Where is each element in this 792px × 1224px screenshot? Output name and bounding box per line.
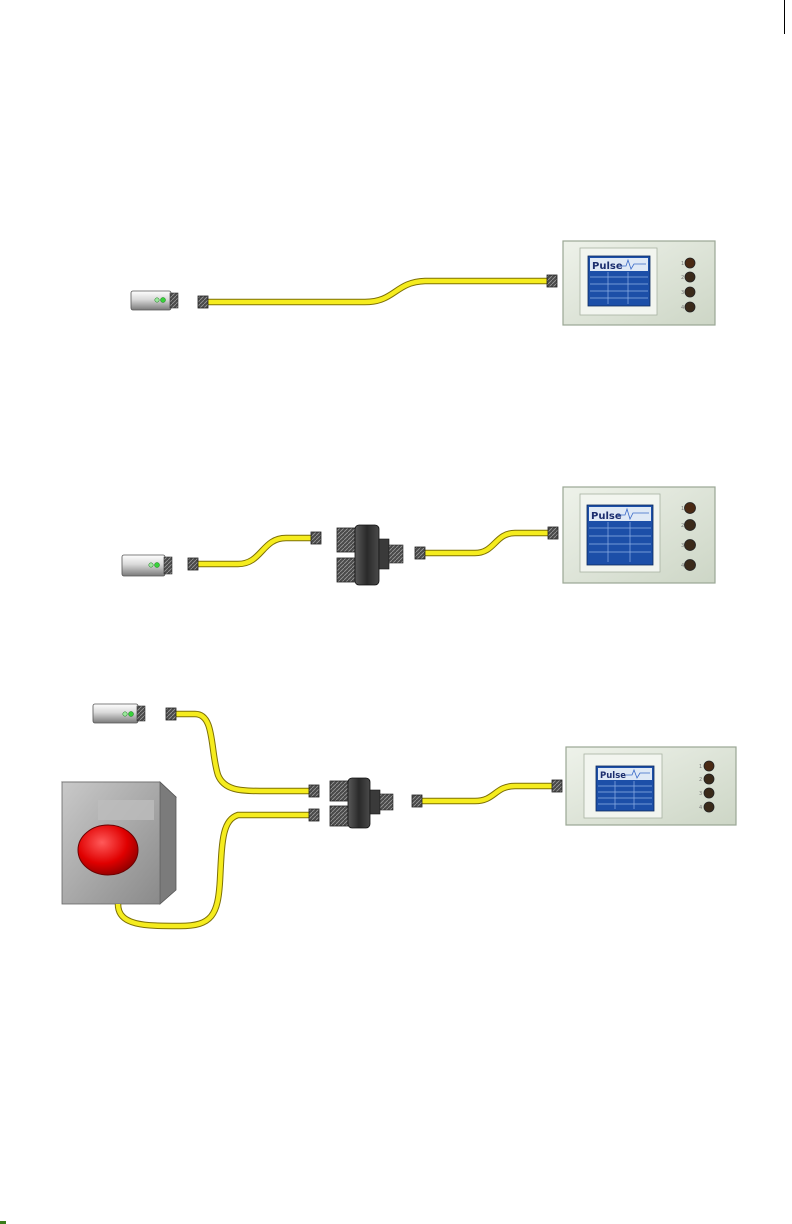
cable-connector-icon	[309, 785, 319, 797]
screen-title: Pulse	[591, 511, 622, 522]
channel-label: 4	[699, 805, 702, 811]
pulse-monitor-icon: Pulse 1 2 3 4	[566, 747, 736, 825]
channel-label: 3	[681, 290, 684, 296]
sensor-led-icon	[155, 563, 160, 568]
y-splitter-icon	[337, 525, 403, 585]
cylinder-sensor-icon	[131, 291, 178, 310]
pulse-monitor-icon: Pulse 1 2 3 4	[563, 487, 715, 583]
cable-connector-icon	[166, 708, 176, 720]
channel-label: 2	[681, 523, 684, 529]
cable-connector-icon	[412, 795, 422, 807]
screen-title: Pulse	[600, 771, 626, 781]
cylinder-sensor-icon	[122, 555, 172, 576]
screen-title: Pulse	[592, 261, 623, 272]
cable-connector-icon	[552, 780, 562, 792]
push-button-cap	[78, 825, 138, 875]
diagram-1: Pulse 1 2 3 4	[131, 241, 715, 325]
cable-connector-icon	[547, 275, 557, 287]
channel-label: 3	[681, 543, 684, 549]
channel-label: 1	[681, 261, 684, 267]
red-push-button-icon	[62, 782, 176, 904]
cylinder-sensor-icon	[93, 704, 145, 723]
sensor-led-icon	[129, 712, 134, 717]
cable-connector-icon	[188, 558, 198, 570]
cable-connector-icon	[198, 296, 208, 308]
channel-label: 1	[699, 764, 702, 770]
cable-connector-icon	[309, 809, 319, 821]
cable-connector-icon	[415, 547, 425, 559]
channel-label: 3	[699, 791, 702, 797]
y-splitter-icon	[330, 778, 393, 828]
diagram-2: Pulse 1 2 3 4	[122, 487, 715, 585]
channel-label: 2	[681, 275, 684, 281]
channel-label: 1	[681, 506, 684, 512]
channel-label: 4	[681, 563, 684, 569]
pulse-monitor-icon: Pulse 1 2 3 4	[563, 241, 715, 325]
channel-label: 2	[699, 777, 702, 783]
cable-connector-icon	[548, 527, 558, 539]
sensor-led-icon	[161, 298, 166, 303]
diagram-3: Pulse 1 2 3 4	[62, 704, 736, 926]
channel-label: 4	[681, 305, 684, 311]
cable	[205, 281, 552, 302]
cable-connector-icon	[311, 532, 321, 544]
